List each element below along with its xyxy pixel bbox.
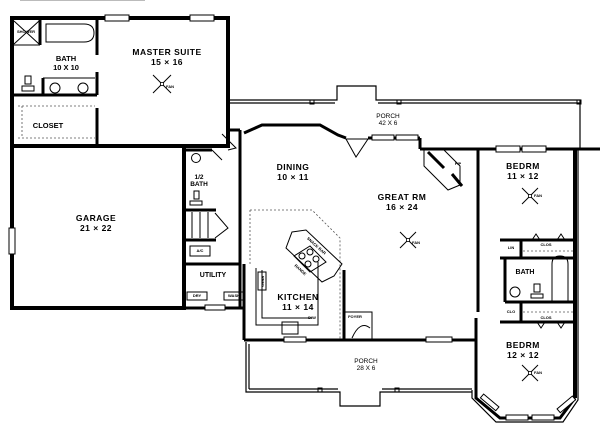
room-name: PORCH bbox=[376, 113, 400, 120]
room-name: GARAGE bbox=[75, 213, 117, 223]
room-size: 12 × 12 bbox=[506, 349, 540, 360]
room-label-master-suite: MASTER SUITE 15 × 16 bbox=[132, 47, 202, 68]
room-size: 42 X 6 bbox=[378, 120, 398, 128]
sink-icon bbox=[509, 286, 521, 298]
snack-bar bbox=[285, 229, 343, 283]
top-scan-line bbox=[20, 0, 145, 1]
window bbox=[495, 145, 521, 153]
fireplace-label: F/P bbox=[454, 161, 462, 166]
toilet-icon bbox=[24, 75, 32, 85]
window bbox=[556, 395, 577, 414]
toilet-icon bbox=[533, 283, 541, 293]
bathtub-icon bbox=[551, 255, 569, 303]
shower-label: SHOWER bbox=[17, 29, 35, 34]
room-label-bedroom-2: BEDRM 12 × 12 bbox=[506, 340, 540, 361]
fan-label: FAN bbox=[534, 193, 542, 198]
window bbox=[283, 336, 307, 343]
room-name: BEDRM bbox=[506, 340, 540, 350]
linen-label: LIN bbox=[507, 245, 515, 250]
room-label-utility: UTILITY bbox=[199, 272, 227, 279]
room-name: PORCH bbox=[354, 358, 378, 365]
dryer-label: DRY bbox=[192, 293, 202, 298]
room-label-closet: CLOSET bbox=[32, 121, 64, 130]
fan-label: FAN bbox=[166, 84, 174, 89]
room-size: 21 × 22 bbox=[79, 222, 113, 233]
room-size: 11 × 12 bbox=[507, 170, 539, 181]
bathtub-icon bbox=[45, 23, 95, 43]
room-label-porch-front: PORCH 28 X 6 bbox=[354, 358, 377, 373]
room-label-dining: DINING 10 × 11 bbox=[276, 162, 310, 183]
room-label-kitchen: KITCHEN 11 × 14 bbox=[277, 292, 319, 313]
washer-label: WASH bbox=[228, 293, 240, 298]
room-name: DINING bbox=[276, 162, 310, 172]
closet-label: CLOS bbox=[540, 315, 552, 320]
room-name: BATH bbox=[55, 54, 77, 63]
room-name: BEDRM bbox=[506, 161, 540, 171]
closet-label: CLO bbox=[506, 309, 516, 314]
room-size: 28 X 6 bbox=[356, 365, 376, 373]
refrigerator-label: REFG bbox=[260, 276, 266, 288]
room-name: KITCHEN bbox=[277, 292, 319, 302]
room-label-great-room: GREAT RM 16 × 24 bbox=[377, 192, 427, 213]
dishwasher-label: D/W bbox=[308, 315, 316, 320]
ceiling-fan-icon bbox=[152, 74, 172, 94]
room-name: MASTER SUITE bbox=[132, 47, 202, 57]
room-label-bath-2: BATH bbox=[515, 269, 535, 276]
room-label-half-bath: 1/2 BATH bbox=[190, 174, 208, 189]
ceiling-fan-icon bbox=[399, 231, 417, 249]
window bbox=[425, 336, 453, 343]
fireplace bbox=[423, 149, 461, 191]
room-size: 10 × 11 bbox=[277, 171, 309, 182]
fan-label: FAN bbox=[412, 240, 420, 245]
window bbox=[371, 134, 395, 141]
ceiling-fan-icon bbox=[521, 364, 539, 382]
refrigerator bbox=[257, 271, 267, 291]
ceiling-fan-icon bbox=[521, 187, 539, 205]
window bbox=[395, 134, 419, 141]
room-label-master-bath: BATH 10 X 10 bbox=[53, 54, 79, 72]
utility-door bbox=[204, 304, 226, 311]
room-size: 11 × 14 bbox=[282, 301, 314, 312]
window bbox=[189, 14, 215, 22]
window bbox=[521, 145, 547, 153]
foyer-label: FOYER bbox=[348, 314, 362, 319]
kitchen-sink bbox=[281, 321, 299, 335]
window bbox=[104, 14, 130, 22]
window bbox=[505, 414, 529, 421]
garage-side-window bbox=[8, 227, 16, 255]
dryer bbox=[186, 291, 208, 301]
sink-icon bbox=[77, 82, 89, 94]
range bbox=[293, 245, 327, 273]
sink-icon bbox=[49, 82, 61, 94]
room-name: GREAT RM bbox=[377, 192, 427, 202]
fan-label: FAN bbox=[534, 370, 542, 375]
window bbox=[531, 414, 555, 421]
room-label-garage: GARAGE 21 × 22 bbox=[75, 213, 117, 234]
ac-unit bbox=[189, 245, 211, 257]
room-size: 16 × 24 bbox=[385, 201, 419, 212]
sink-icon bbox=[191, 153, 201, 163]
closet-label: CLOS bbox=[540, 242, 552, 247]
ac-label: A/C bbox=[196, 248, 204, 253]
room-size: 10 X 10 bbox=[53, 62, 79, 72]
window bbox=[479, 393, 500, 412]
room-size: 15 × 16 bbox=[150, 56, 184, 67]
room-label-bedroom-1: BEDRM 11 × 12 bbox=[506, 161, 540, 182]
room-label-porch-rear: PORCH 42 X 6 bbox=[376, 113, 399, 128]
toilet-icon bbox=[193, 190, 200, 200]
